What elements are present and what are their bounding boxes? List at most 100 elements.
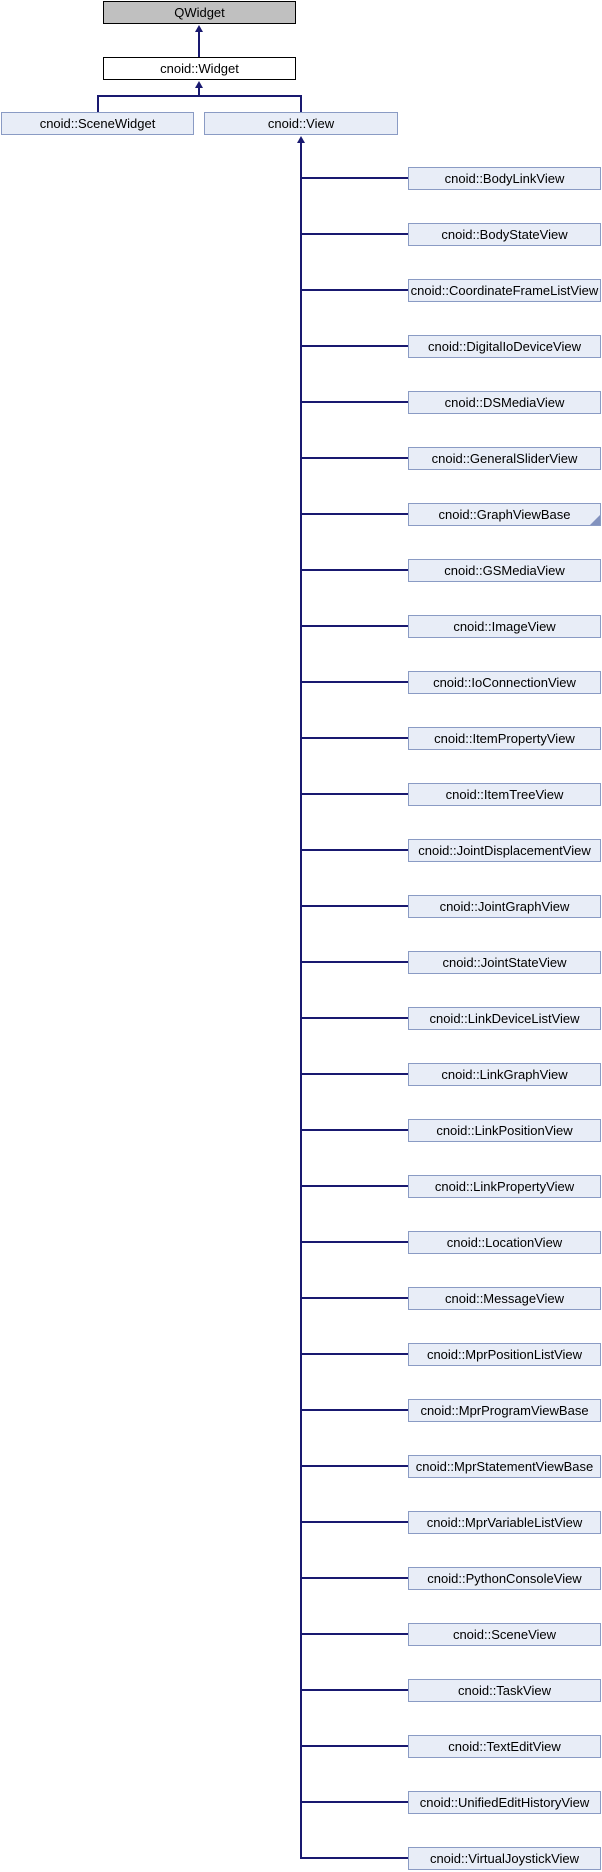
class-node[interactable]: cnoid::JointDisplacementView — [408, 839, 601, 862]
class-node-label: cnoid::VirtualJoystickView — [429, 1851, 580, 1866]
class-node-cnoid-scenewidget[interactable]: cnoid::SceneWidget — [1, 112, 194, 135]
edge-branch — [301, 961, 408, 963]
class-node-label: cnoid::GraphViewBase — [438, 507, 571, 522]
edge-branch — [301, 1241, 408, 1243]
class-node-label: cnoid::LinkPropertyView — [434, 1179, 575, 1194]
class-node[interactable]: cnoid::GeneralSliderView — [408, 447, 601, 470]
class-node[interactable]: cnoid::LocationView — [408, 1231, 601, 1254]
edge-branch — [301, 1129, 408, 1131]
class-node[interactable]: cnoid::DSMediaView — [408, 391, 601, 414]
edge-branch — [301, 849, 408, 851]
class-node-label: cnoid::BodyStateView — [441, 227, 568, 242]
edge-branch — [301, 177, 408, 179]
edge-branch — [301, 401, 408, 403]
class-node[interactable]: cnoid::MessageView — [408, 1287, 601, 1310]
class-node-cnoid-view[interactable]: cnoid::View — [204, 112, 398, 135]
class-node[interactable]: cnoid::MprStatementViewBase — [408, 1455, 601, 1478]
edge-branch — [301, 1857, 408, 1859]
class-node[interactable]: cnoid::PythonConsoleView — [408, 1567, 601, 1590]
class-node-cnoid-widget[interactable]: cnoid::Widget — [103, 57, 296, 80]
edge-branch — [301, 737, 408, 739]
edge-branch — [301, 1633, 408, 1635]
class-node-qwidget: QWidget — [103, 1, 296, 24]
edge-branch — [301, 345, 408, 347]
class-node[interactable]: cnoid::JointGraphView — [408, 895, 601, 918]
class-node[interactable]: cnoid::SceneView — [408, 1623, 601, 1646]
class-node-label: cnoid::LinkGraphView — [441, 1067, 568, 1082]
class-node-label: cnoid::DigitalIoDeviceView — [428, 339, 581, 354]
class-node-label: cnoid::ItemTreeView — [445, 787, 564, 802]
edge-branch — [301, 1801, 408, 1803]
edge-branch — [301, 1017, 408, 1019]
edge-branch — [301, 905, 408, 907]
class-node[interactable]: cnoid::DigitalIoDeviceView — [408, 335, 601, 358]
class-node[interactable]: cnoid::BodyLinkView — [408, 167, 601, 190]
class-node[interactable]: cnoid::MprVariableListView — [408, 1511, 601, 1534]
class-node-label: cnoid::MprPositionListView — [426, 1347, 583, 1362]
edge-branch — [301, 457, 408, 459]
class-node-label: cnoid::MprStatementViewBase — [415, 1459, 594, 1474]
class-node-label: cnoid::MprProgramViewBase — [420, 1403, 589, 1418]
class-node[interactable]: cnoid::LinkDeviceListView — [408, 1007, 601, 1030]
class-node-label: cnoid::UnifiedEditHistoryView — [419, 1795, 590, 1810]
class-node-label: cnoid::JointStateView — [442, 955, 567, 970]
class-node[interactable]: cnoid::ItemTreeView — [408, 783, 601, 806]
class-node-label: cnoid::IoConnectionView — [433, 675, 576, 690]
class-node-label: cnoid::SceneView — [452, 1627, 557, 1642]
edge-trunk — [300, 142, 302, 1859]
class-node[interactable]: cnoid::BodyStateView — [408, 223, 601, 246]
class-node[interactable]: cnoid::JointStateView — [408, 951, 601, 974]
class-node-label: cnoid::ImageView — [453, 619, 556, 634]
class-node[interactable]: cnoid::TextEditView — [408, 1735, 601, 1758]
class-node-label: cnoid::LinkPositionView — [436, 1123, 573, 1138]
edge-branch — [301, 1689, 408, 1691]
edge-branch — [301, 1521, 408, 1523]
class-node[interactable]: cnoid::MprPositionListView — [408, 1343, 601, 1366]
edge-drop-view — [300, 95, 302, 113]
class-node[interactable]: cnoid::LinkPropertyView — [408, 1175, 601, 1198]
class-node[interactable]: cnoid::ItemPropertyView — [408, 727, 601, 750]
edge-branch — [301, 1577, 408, 1579]
edge-branch — [301, 1073, 408, 1075]
class-node[interactable]: cnoid::TaskView — [408, 1679, 601, 1702]
class-node-label: cnoid::LocationView — [446, 1235, 563, 1250]
class-node-label: cnoid::LinkDeviceListView — [429, 1011, 580, 1026]
arrowhead-icon — [195, 81, 203, 88]
edge-branch — [301, 1465, 408, 1467]
edge-branch — [301, 569, 408, 571]
edge-branch — [301, 1297, 408, 1299]
class-node-label: cnoid::JointGraphView — [439, 899, 570, 914]
class-node[interactable]: cnoid::ImageView — [408, 615, 601, 638]
class-node-label: cnoid::ItemPropertyView — [434, 731, 575, 746]
class-node-label: cnoid::GeneralSliderView — [431, 451, 578, 466]
edge-branch — [301, 625, 408, 627]
class-node-label: cnoid::PythonConsoleView — [427, 1571, 582, 1586]
edge-branch — [301, 513, 408, 515]
edge-split-horizontal — [97, 95, 302, 97]
edge-branch — [301, 233, 408, 235]
class-node-label: cnoid::GSMediaView — [444, 563, 565, 578]
class-node-label: cnoid::TextEditView — [448, 1739, 561, 1754]
class-node[interactable]: cnoid::CoordinateFrameListView — [408, 279, 601, 302]
edge-drop-scenewidget — [97, 95, 99, 113]
edge-widget-to-qwidget — [198, 31, 200, 57]
class-node-label: cnoid::TaskView — [458, 1683, 551, 1698]
class-node[interactable]: cnoid::IoConnectionView — [408, 671, 601, 694]
class-node[interactable]: cnoid::GSMediaView — [408, 559, 601, 582]
class-node[interactable]: cnoid::MprProgramViewBase — [408, 1399, 601, 1422]
class-node-label: cnoid::BodyLinkView — [444, 171, 565, 186]
class-node[interactable]: cnoid::LinkPositionView — [408, 1119, 601, 1142]
edge-branch — [301, 289, 408, 291]
class-node-label: cnoid::MprVariableListView — [426, 1515, 583, 1530]
edge-branch — [301, 1409, 408, 1411]
class-node[interactable]: cnoid::VirtualJoystickView — [408, 1847, 601, 1870]
edge-branch — [301, 1353, 408, 1355]
class-node-label: cnoid::JointDisplacementView — [418, 843, 591, 858]
class-node[interactable]: cnoid::UnifiedEditHistoryView — [408, 1791, 601, 1814]
class-node[interactable]: cnoid::GraphViewBase — [408, 503, 601, 526]
edge-split-stub — [198, 87, 200, 96]
folded-corner-icon — [590, 515, 600, 525]
edge-branch — [301, 681, 408, 683]
class-node[interactable]: cnoid::LinkGraphView — [408, 1063, 601, 1086]
